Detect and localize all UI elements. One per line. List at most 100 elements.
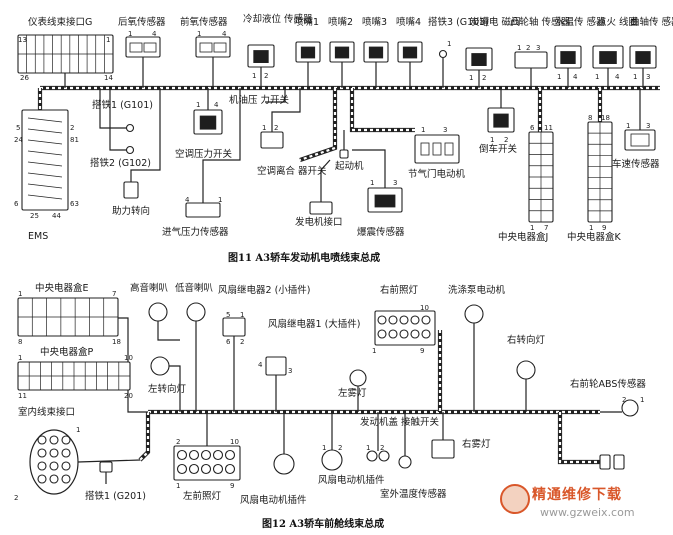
pin-number: 11 xyxy=(544,124,553,132)
ignition-coil-connector-body xyxy=(599,51,617,65)
low-horn-label: 低音喇叭 xyxy=(175,283,214,294)
pin-number: 6 xyxy=(530,124,535,132)
ground-g201-terminal xyxy=(99,461,113,473)
pin-number: 26 xyxy=(20,74,29,82)
left-fog-connector xyxy=(349,369,367,387)
fuse-box-k-label: 中央电器盒K xyxy=(567,232,621,243)
interior-connector-pin xyxy=(37,435,47,445)
right-headlamp-pin xyxy=(399,329,409,339)
pin-number: 4 xyxy=(185,196,190,204)
left-headlamp-pin xyxy=(176,449,188,461)
pin-number: 9 xyxy=(230,482,235,490)
power-steering-label: 助力转向 xyxy=(112,206,151,217)
right-headlamp-pin xyxy=(377,329,387,339)
fan-relay1-label: 风扇继电器1 (大插件) xyxy=(268,319,361,330)
pin-number: 5 xyxy=(16,124,21,132)
interior-connector-pin xyxy=(49,435,59,445)
left-headlamp-pin xyxy=(188,449,200,461)
pin-number: 1 xyxy=(196,101,201,109)
left-headlamp-pin xyxy=(188,463,200,475)
water-temp-label: 水温传 感器 xyxy=(555,17,606,28)
inj4-connector-body xyxy=(402,46,418,59)
interior-connector-pin xyxy=(61,435,71,445)
interior-connector-pin xyxy=(49,448,59,458)
pin-number: 14 xyxy=(104,74,113,82)
pin-number: 3 xyxy=(393,179,398,187)
pin-number: 18 xyxy=(112,338,121,346)
coolant-sensor-label: 冷却液位 传感器 xyxy=(243,14,313,25)
fan-relay2-connector xyxy=(222,317,246,337)
pin-number: 81 xyxy=(70,136,79,144)
fuse-box-e-label: 中央电器盒E xyxy=(35,283,89,294)
pin-number: 1 xyxy=(262,124,267,132)
pin-number: 1 xyxy=(218,196,223,204)
inj3-connector-body xyxy=(368,46,384,59)
throttle-branch-dash xyxy=(350,88,415,132)
pin-number: 1 xyxy=(128,30,133,38)
pin-number: 2 xyxy=(176,438,181,446)
canister-connector-body xyxy=(471,53,487,67)
figure-12-caption: 图12 A3轿车前舱线束总成 xyxy=(262,519,385,530)
left-headlamp-pin xyxy=(224,449,236,461)
cam-sensor-connector xyxy=(514,51,548,69)
pin-number: 2 xyxy=(240,338,245,346)
intake-pressure-label: 进气压力传感器 xyxy=(162,227,229,238)
inj1-label: 喷嘴1 xyxy=(294,17,320,28)
pin-number: 10 xyxy=(230,438,239,446)
front-o2-connector-cell xyxy=(199,42,213,53)
washer-motor-label: 洗涤泵电动机 xyxy=(448,285,506,296)
fan-relay1-connector xyxy=(265,356,287,376)
pin-number: 2 xyxy=(264,72,269,80)
pin-number: 1 xyxy=(640,396,645,404)
pin-number: 1 xyxy=(421,126,426,134)
abs-branch-dash xyxy=(558,412,600,464)
right-headlamp-pin xyxy=(410,315,420,325)
ems-pin-row xyxy=(27,172,63,178)
ground1-label: 搭铁1 (G101) xyxy=(92,100,153,111)
inj2-label: 喷嘴2 xyxy=(328,17,354,28)
pin-number: 1 xyxy=(372,347,377,355)
inj2-connector-body xyxy=(334,46,350,59)
pin-number: 8 xyxy=(18,338,23,346)
generator-label: 发电机接口 xyxy=(295,217,343,228)
ground3-terminal xyxy=(438,49,448,59)
pin-number: 18 xyxy=(601,114,610,122)
throttle-pin-cell xyxy=(420,142,430,156)
ems-pin-row xyxy=(27,139,63,145)
right-headlamp-pin xyxy=(377,315,387,325)
pin-number: 1 xyxy=(589,224,594,232)
pin-number: 1 xyxy=(252,72,257,80)
fuse-box-p-label: 中央电器盒P xyxy=(40,347,94,358)
pin-number: 10 xyxy=(420,304,429,312)
left-headlamp-label: 左前照灯 xyxy=(183,491,222,502)
g-connector-label: 仪表线束接口G xyxy=(28,17,93,28)
pin-number: 9 xyxy=(420,347,425,355)
pin-number: 1 xyxy=(18,290,23,298)
crank-sensor-connector-body xyxy=(635,51,651,65)
pin-number: 1 xyxy=(106,36,111,44)
left-turn-connector xyxy=(150,356,170,376)
pin-number: 1 xyxy=(595,73,600,81)
interior-wire xyxy=(77,459,141,463)
pin-number: 1 xyxy=(370,179,375,187)
pin-number: 24 xyxy=(14,136,23,144)
pin-number: 7 xyxy=(112,290,117,298)
ambient-temp-connector xyxy=(398,455,412,469)
pin-number: 10 xyxy=(124,354,133,362)
pin-number: 2 xyxy=(380,444,385,452)
pin-number: 9 xyxy=(602,224,607,232)
high-horn-wire xyxy=(157,321,180,341)
ground2-terminal xyxy=(125,145,135,155)
pin-number: 25 xyxy=(30,212,39,220)
abs-plug-2 xyxy=(613,454,625,470)
rear-o2-label: 后氧传感器 xyxy=(118,17,166,28)
abs-branch xyxy=(557,412,600,465)
pin-number: 1 xyxy=(530,224,535,232)
left-headlamp-pin xyxy=(224,463,236,475)
pin-number: 3 xyxy=(646,122,651,130)
high-horn-label: 高音喇叭 xyxy=(130,283,169,294)
pin-number: 8 xyxy=(588,114,593,122)
left-headlamp-pin xyxy=(212,449,224,461)
pin-number: 2 xyxy=(482,74,487,82)
right-headlamp-pin xyxy=(399,315,409,325)
